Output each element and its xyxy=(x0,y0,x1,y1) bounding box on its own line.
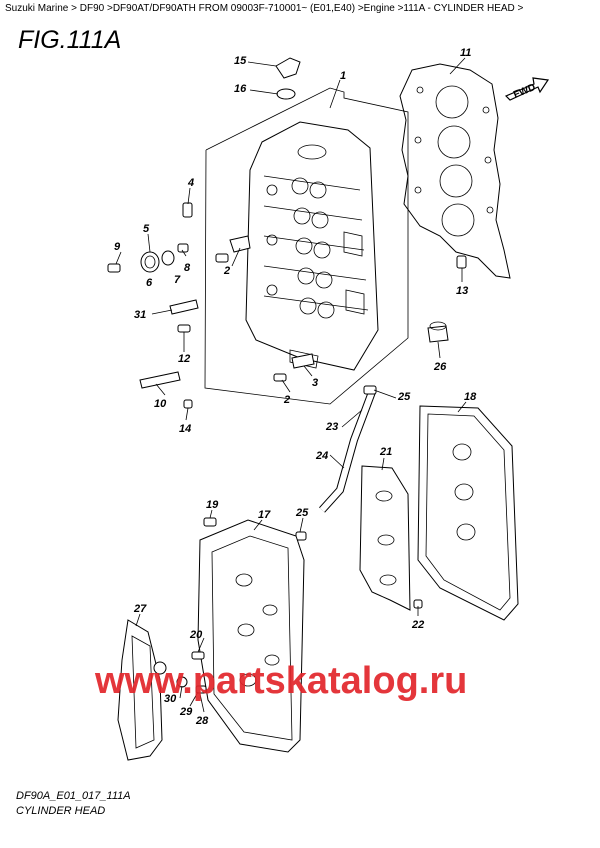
bracket xyxy=(229,235,251,253)
callout-9: 9 xyxy=(114,241,121,253)
callout-30: 30 xyxy=(164,693,177,705)
callout-25: 25 xyxy=(397,391,411,403)
callout-4: 4 xyxy=(187,177,194,189)
bolt xyxy=(215,253,229,263)
callout-20: 20 xyxy=(189,629,203,641)
callout-15: 15 xyxy=(234,55,247,67)
callout-10: 10 xyxy=(154,398,167,410)
cylinder-head-outline xyxy=(204,87,409,405)
callout-7: 7 xyxy=(174,274,181,286)
callout-1: 1 xyxy=(340,70,346,82)
engine-side-cover xyxy=(117,619,163,761)
oil-seal xyxy=(140,251,160,273)
fwd-arrow-icon: FWD xyxy=(504,77,550,101)
callout-14: 14 xyxy=(179,423,191,435)
callout-2: 2 xyxy=(223,265,230,277)
callout-23: 23 xyxy=(325,421,338,433)
callout-12: 12 xyxy=(178,353,190,365)
breather-hose xyxy=(319,390,376,513)
callout-21: 21 xyxy=(379,446,392,458)
o-ring xyxy=(276,88,296,100)
callout-25: 25 xyxy=(295,507,309,519)
callout-labels: 1 2 2 3 4 5 6 7 8 9 10 11 12 13 14 15 16… xyxy=(114,47,477,727)
bolt xyxy=(273,373,287,382)
head-gasket xyxy=(399,63,511,279)
cylinder-head xyxy=(245,121,379,371)
callout-26: 26 xyxy=(433,361,447,373)
bolt xyxy=(203,517,217,527)
watermark: www.partskatalog.ru xyxy=(95,660,468,702)
callout-6: 6 xyxy=(146,277,153,289)
callout-22: 22 xyxy=(411,619,424,631)
plug xyxy=(183,399,193,409)
grommet xyxy=(153,661,167,675)
callout-8: 8 xyxy=(184,262,191,274)
diagram-code: DF90A_E01_017_111A xyxy=(16,790,131,802)
spark-plug xyxy=(169,299,199,315)
washer xyxy=(161,250,175,266)
cover-gasket xyxy=(417,405,519,621)
oil-filler-cap xyxy=(275,57,301,79)
bolt xyxy=(177,324,191,333)
diagram-name: CYLINDER HEAD xyxy=(16,805,106,817)
bolt xyxy=(195,685,207,694)
hose-clamp xyxy=(363,385,377,395)
long-bolt xyxy=(139,371,181,389)
callout-11: 11 xyxy=(460,47,471,59)
bolt xyxy=(191,651,205,660)
bracket xyxy=(291,353,315,369)
callout-17: 17 xyxy=(258,509,271,521)
hose-clamp xyxy=(295,531,307,541)
callout-5: 5 xyxy=(143,223,150,235)
figure-title: FIG.111A xyxy=(18,26,122,54)
callout-19: 19 xyxy=(206,499,219,511)
callout-24: 24 xyxy=(315,450,328,462)
baffle-plate xyxy=(359,465,411,611)
callout-2: 2 xyxy=(283,394,290,406)
callout-3: 3 xyxy=(312,377,318,389)
bolt xyxy=(107,263,121,273)
breadcrumb: Suzuki Marine > DF90 >DF90AT/DF90ATH FRO… xyxy=(5,3,524,14)
callout-16: 16 xyxy=(234,83,247,95)
callout-13: 13 xyxy=(456,285,468,297)
callout-28: 28 xyxy=(195,715,209,727)
fwd-label: FWD xyxy=(512,82,537,101)
breather-fitting xyxy=(427,321,449,343)
dowel-pin xyxy=(456,255,467,269)
cylinder-head-cover xyxy=(197,519,305,753)
callout-18: 18 xyxy=(464,391,477,403)
callout-29: 29 xyxy=(179,706,193,718)
stud-bolt xyxy=(182,202,193,218)
callout-27: 27 xyxy=(133,603,147,615)
callout-31: 31 xyxy=(134,309,146,321)
leader-lines xyxy=(115,57,467,713)
